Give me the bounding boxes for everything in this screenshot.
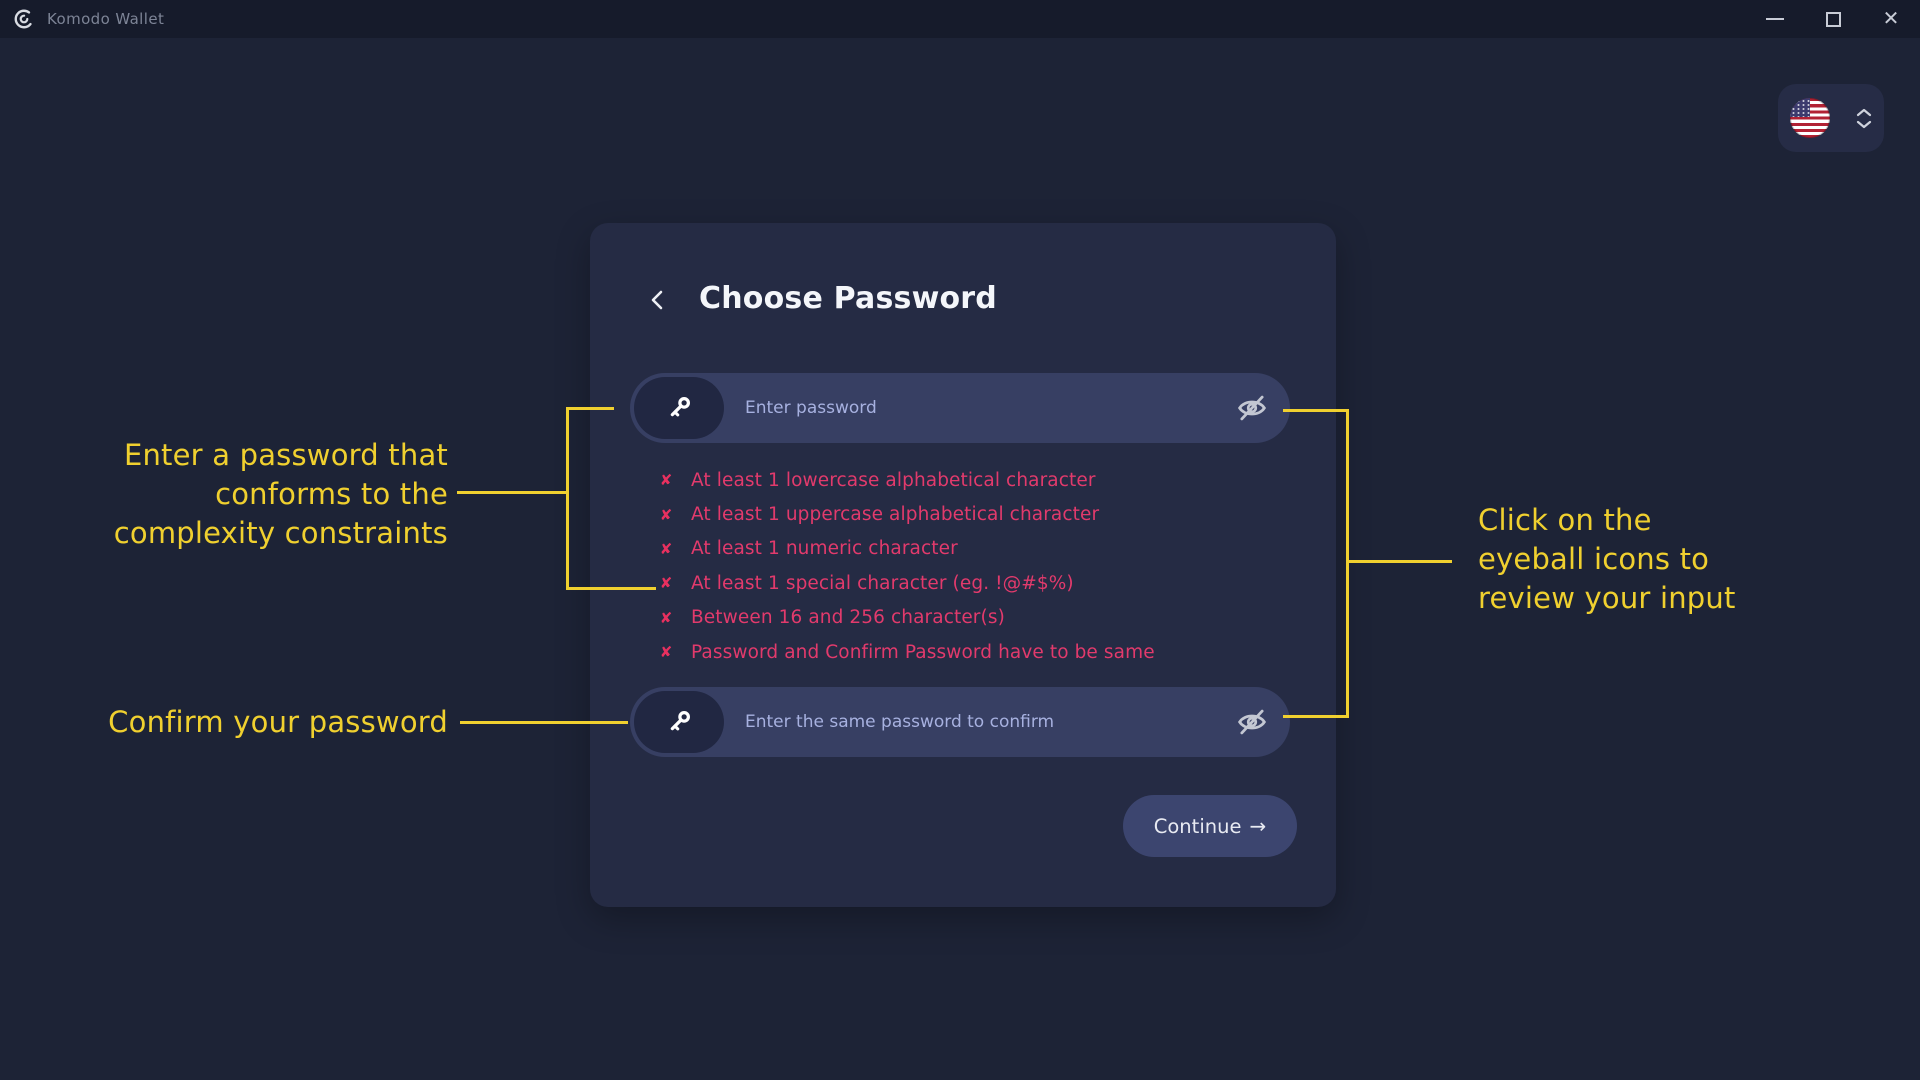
- confirm-password-visibility-toggle[interactable]: [1228, 702, 1276, 742]
- continue-button[interactable]: Continue →: [1123, 795, 1297, 857]
- requirement-row: ✘ At least 1 uppercase alphabetical char…: [655, 497, 1155, 531]
- confirm-password-input[interactable]: [745, 687, 1215, 757]
- requirement-x-icon: ✘: [659, 608, 673, 627]
- key-icon: [670, 710, 691, 731]
- back-chevron-icon: [651, 290, 663, 310]
- requirement-row: ✘ At least 1 numeric character: [655, 532, 1155, 566]
- choose-password-card: [590, 223, 1336, 907]
- minimize-button[interactable]: [1746, 0, 1804, 38]
- eye-off-icon: [1237, 709, 1267, 735]
- requirement-x-icon: ✘: [659, 643, 673, 662]
- password-input[interactable]: [745, 373, 1215, 443]
- connector-line: [1283, 409, 1347, 412]
- komodo-logo-icon: [14, 9, 34, 29]
- password-requirements: ✘ At least 1 lowercase alphabetical char…: [655, 463, 1155, 669]
- requirement-text: At least 1 special character (eg. !@#$%): [691, 572, 1074, 594]
- maximize-button[interactable]: [1804, 0, 1862, 38]
- titlebar: Komodo Wallet ✕: [0, 0, 1920, 38]
- back-button[interactable]: [645, 287, 671, 313]
- annotation-password-constraints: Enter a password that conforms to the co…: [113, 438, 448, 550]
- connector-line: [566, 407, 614, 410]
- window-title: Komodo Wallet: [47, 10, 165, 28]
- annotation-confirm-password: Confirm your password: [108, 705, 448, 739]
- requirement-x-icon: ✘: [659, 539, 673, 558]
- password-field-container: [630, 373, 1290, 443]
- password-visibility-toggle[interactable]: [1228, 388, 1276, 428]
- window-controls: ✕: [1746, 0, 1920, 38]
- requirement-row: ✘ Between 16 and 256 character(s): [655, 601, 1155, 635]
- minimize-icon: [1766, 18, 1784, 20]
- connector-line: [566, 407, 569, 589]
- eye-off-icon: [1237, 395, 1267, 421]
- connector-line: [1346, 560, 1452, 563]
- connector-line: [566, 587, 656, 590]
- requirement-text: Between 16 and 256 character(s): [691, 607, 1005, 629]
- requirement-text: At least 1 uppercase alphabetical charac…: [691, 504, 1100, 526]
- requirement-row: ✘ At least 1 special character (eg. !@#$…: [655, 566, 1155, 600]
- continue-label: Continue: [1153, 814, 1242, 838]
- maximize-icon: [1825, 11, 1841, 27]
- requirement-text: At least 1 lowercase alphabetical charac…: [691, 469, 1096, 491]
- us-flag-icon: [1790, 98, 1830, 138]
- requirement-row: ✘ At least 1 lowercase alphabetical char…: [655, 463, 1155, 497]
- connector-line: [1346, 409, 1349, 718]
- close-button[interactable]: ✕: [1862, 0, 1920, 38]
- requirement-row: ✘ Password and Confirm Password have to …: [655, 635, 1155, 669]
- page-title: Choose Password: [699, 281, 997, 316]
- language-selector[interactable]: [1778, 84, 1884, 152]
- requirement-x-icon: ✘: [659, 574, 673, 593]
- connector-line: [1283, 715, 1347, 718]
- confirm-password-field-container: [630, 687, 1290, 757]
- requirement-x-icon: ✘: [659, 471, 673, 490]
- key-icon: [670, 396, 691, 417]
- arrow-right-icon: →: [1249, 814, 1267, 838]
- annotation-eyeball-icons: Click on the eyeball icons to review you…: [1478, 503, 1736, 615]
- connector-line: [457, 491, 567, 494]
- requirement-x-icon: ✘: [659, 505, 673, 524]
- requirement-text: At least 1 numeric character: [691, 538, 958, 560]
- requirement-text: Password and Confirm Password have to be…: [691, 641, 1155, 663]
- key-icon-badge: [634, 691, 724, 753]
- connector-line: [460, 721, 628, 724]
- close-icon: ✕: [1882, 8, 1900, 30]
- key-icon-badge: [634, 377, 724, 439]
- chevron-up-down-icon: [1856, 108, 1872, 129]
